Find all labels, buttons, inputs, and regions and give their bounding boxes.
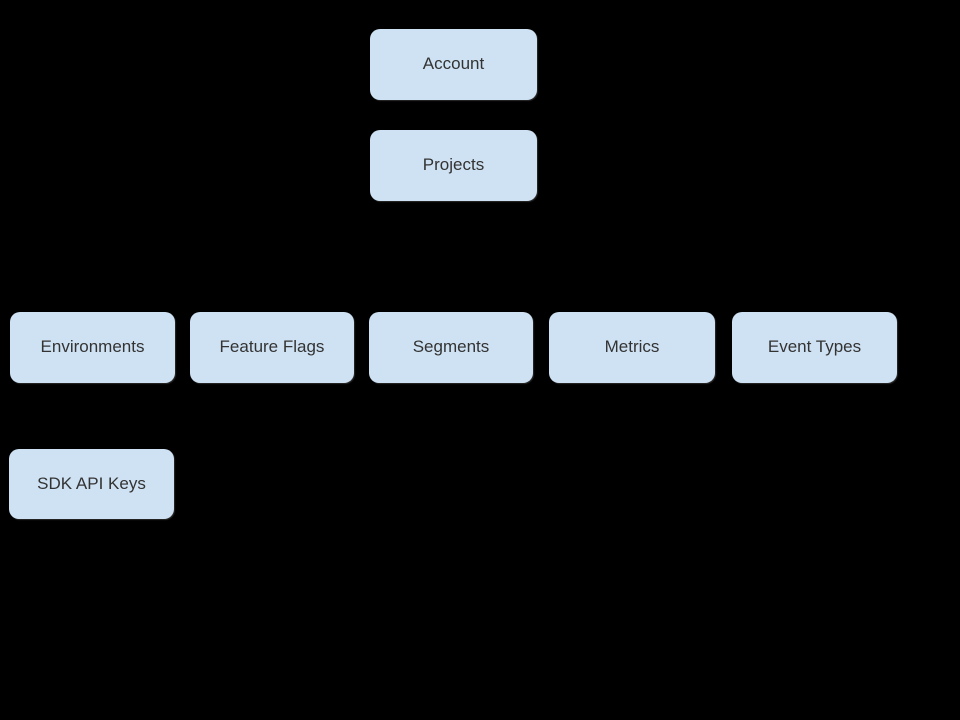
- node-sdk-api-keys-label: SDK API Keys: [37, 473, 146, 493]
- node-feature-flags: Feature Flags: [190, 312, 354, 383]
- node-environments: Environments: [10, 312, 175, 383]
- node-account-label: Account: [422, 54, 485, 74]
- node-sdk-api-keys: SDK API Keys: [9, 449, 174, 519]
- node-environments-label: Environments: [40, 337, 145, 357]
- node-metrics-label: Metrics: [604, 337, 660, 357]
- node-event-types-label: Event Types: [767, 337, 862, 357]
- node-account: Account: [370, 29, 537, 100]
- node-metrics: Metrics: [549, 312, 715, 383]
- node-projects: Projects: [370, 130, 537, 201]
- node-segments: Segments: [369, 312, 533, 383]
- node-segments-label: Segments: [412, 337, 490, 357]
- node-event-types: Event Types: [732, 312, 897, 383]
- node-feature-flags-label: Feature Flags: [219, 337, 325, 357]
- node-projects-label: Projects: [422, 155, 485, 175]
